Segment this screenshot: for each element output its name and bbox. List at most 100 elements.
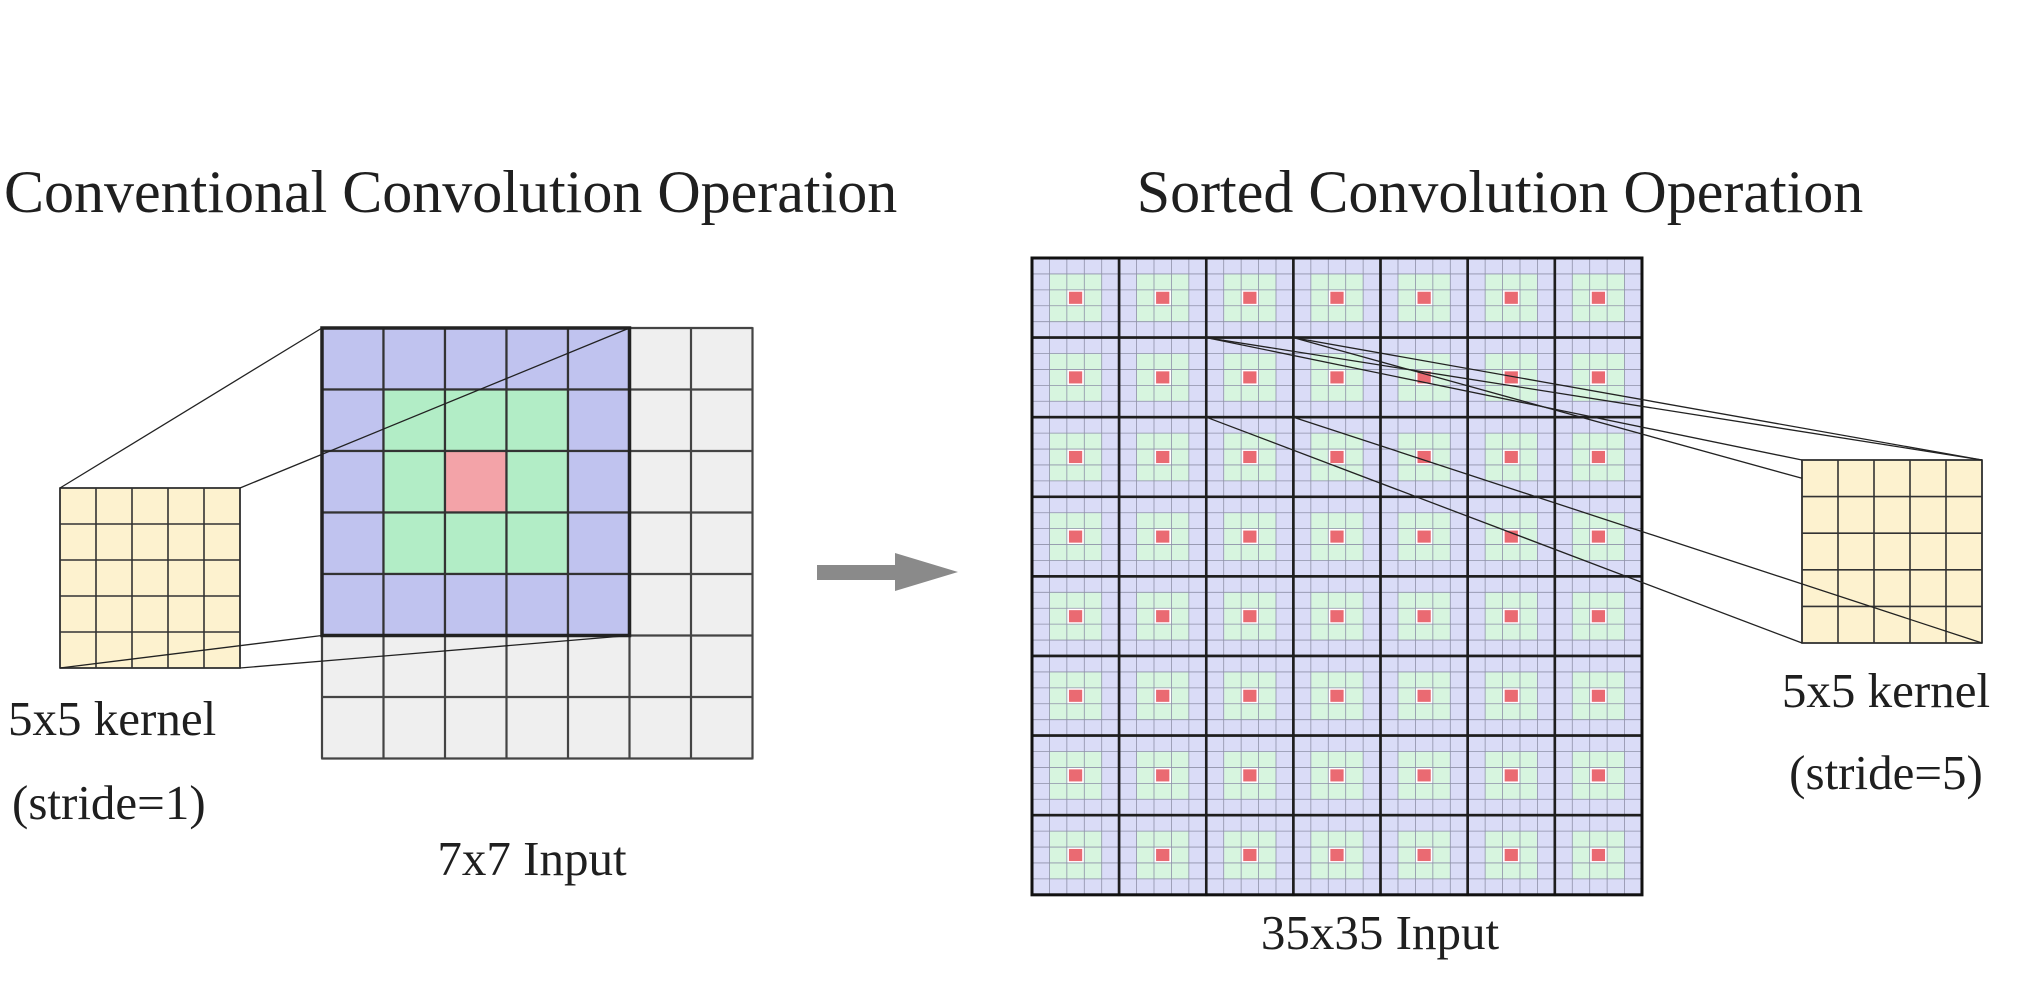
right-projection-lines <box>1206 336 1983 644</box>
sub-cell <box>1363 671 1381 688</box>
sub-cell <box>1589 878 1608 895</box>
sub-cell <box>1066 878 1085 895</box>
sub-cell <box>1450 258 1468 274</box>
sub-cell <box>1258 353 1276 370</box>
sub-cell <box>1485 401 1503 418</box>
sub-cell <box>1171 878 1189 895</box>
sub-cell <box>1258 369 1276 386</box>
sub-cell <box>1504 689 1518 702</box>
sub-cell <box>1345 815 1364 832</box>
sub-cell <box>1554 751 1573 768</box>
sub-cell <box>1450 385 1468 402</box>
sub-cell <box>1084 751 1102 768</box>
sub-cell <box>1049 273 1067 290</box>
sub-cell <box>1328 401 1346 418</box>
sub-cell <box>1450 512 1468 529</box>
sub-cell <box>1275 735 1294 752</box>
sub-cell <box>1363 273 1381 290</box>
sub-cell <box>1223 273 1242 290</box>
sub-cell <box>1136 719 1154 736</box>
sub-cell <box>1206 878 1224 895</box>
sub-cell <box>1328 353 1346 370</box>
sub-cell <box>1258 735 1276 752</box>
sub-cell <box>1223 799 1242 816</box>
sub-cell <box>1554 273 1573 290</box>
sub-cell <box>1415 464 1433 481</box>
sub-cell <box>1136 687 1154 704</box>
sub-cell <box>1293 369 1311 386</box>
sub-cell <box>1554 878 1573 895</box>
sub-cell <box>1328 560 1346 577</box>
sub-cell <box>1223 305 1242 322</box>
left-kernel-grid <box>59 487 241 669</box>
window-cell <box>443 326 508 391</box>
sub-cell <box>1241 353 1259 370</box>
sub-cell <box>1153 703 1172 720</box>
left-stride-label: (stride=1) <box>12 775 206 830</box>
sub-cell <box>1153 401 1172 418</box>
sub-cell <box>1537 401 1555 418</box>
sub-cell <box>1502 273 1520 290</box>
sub-cell <box>1275 592 1294 609</box>
kernel-background <box>59 487 241 669</box>
sub-cell <box>1607 449 1625 465</box>
sub-cell <box>1153 751 1172 768</box>
sub-cell <box>1363 608 1381 625</box>
sub-cell <box>1084 369 1102 386</box>
sub-cell <box>1188 433 1207 450</box>
sub-cell <box>1432 544 1451 561</box>
sub-cell <box>1084 640 1102 656</box>
sub-cell <box>1450 735 1468 752</box>
sub-cell <box>1188 767 1207 784</box>
sub-cell <box>1119 608 1137 625</box>
sub-cell <box>1136 592 1154 609</box>
sub-cell <box>1136 528 1154 545</box>
sub-cell <box>1415 512 1433 529</box>
sub-cell <box>1397 592 1416 609</box>
sub-cell <box>1589 544 1608 561</box>
sub-cell <box>1068 291 1083 304</box>
sub-cell <box>1206 576 1224 593</box>
sub-cell <box>1397 862 1416 879</box>
sub-cell <box>1206 735 1224 752</box>
sub-cell <box>1380 273 1398 290</box>
sub-cell <box>1485 560 1503 577</box>
sub-cell <box>1502 258 1520 274</box>
sub-cell <box>1519 783 1538 800</box>
sub-cell <box>1066 862 1085 879</box>
sub-cell <box>1241 560 1259 577</box>
sub-cell <box>1519 464 1538 481</box>
sub-cell <box>1607 385 1625 402</box>
sub-cell <box>1084 767 1102 784</box>
sub-cell <box>1328 385 1346 402</box>
sub-cell <box>1432 401 1451 418</box>
sub-cell <box>1101 767 1120 784</box>
sub-cell <box>1519 449 1538 465</box>
sub-cell <box>1206 640 1224 656</box>
sub-cell <box>1275 353 1294 370</box>
window-cell <box>443 388 508 453</box>
sub-cell <box>1607 687 1625 704</box>
sub-cell <box>1554 687 1573 704</box>
sub-cell <box>1607 289 1625 306</box>
sub-cell <box>1119 496 1137 513</box>
sub-cell <box>1363 847 1381 863</box>
sub-cell <box>1136 449 1154 465</box>
sub-cell <box>1397 321 1416 338</box>
sub-cell <box>1624 671 1642 688</box>
sub-cell <box>1537 289 1555 306</box>
sub-cell <box>1397 815 1416 832</box>
sub-cell <box>1153 799 1172 816</box>
sub-cell <box>1243 530 1257 543</box>
sub-cell <box>1223 671 1242 688</box>
sub-cell <box>1258 862 1276 879</box>
sub-cell <box>1049 751 1067 768</box>
sub-cell <box>1607 608 1625 625</box>
sub-cell <box>1101 560 1120 577</box>
sub-cell <box>1397 385 1416 402</box>
sub-cell <box>1101 273 1120 290</box>
sub-cell <box>1258 464 1276 481</box>
sub-cell <box>1415 576 1433 593</box>
sub-cell <box>1485 703 1503 720</box>
sub-cell <box>1258 528 1276 545</box>
